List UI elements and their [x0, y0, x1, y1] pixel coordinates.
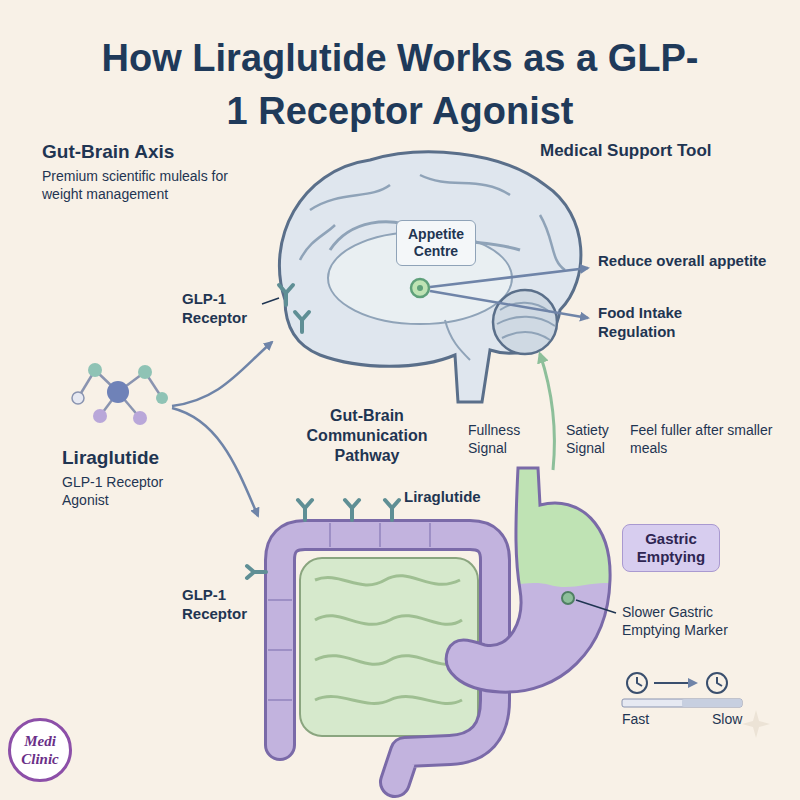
molecule-icon — [72, 363, 168, 425]
pathway-label: Gut-Brain Communication Pathway — [292, 406, 442, 466]
arrow — [172, 342, 272, 406]
clock-icon — [627, 673, 727, 693]
arrow — [654, 682, 696, 684]
effect-note: Feel fuller after smaller meals — [630, 422, 775, 457]
effect-label: Reduce overall appetite — [598, 252, 768, 271]
section-heading: Medical Support Tool — [540, 140, 760, 161]
appetite-centre-box: Appetite Centre — [396, 220, 476, 266]
speed-bar — [622, 699, 742, 707]
arrow — [172, 408, 258, 516]
receptor-label: GLP-1 Receptor — [182, 586, 268, 624]
subtitle: Premium scientific muleals for weight ma… — [42, 168, 242, 203]
signal-label: Satiety Signal — [566, 422, 626, 457]
title: How Liraglutide Works as a GLP-1 Recepto… — [100, 32, 700, 138]
drug-class: GLP-1 Receptor Agonist — [62, 474, 202, 509]
receptor-symbol — [247, 500, 399, 578]
drug-label: Liraglutide — [404, 488, 494, 507]
arrow — [430, 268, 588, 287]
effect-label: Food Intake Regulation — [598, 304, 748, 342]
node-text: Appetite Centre — [401, 226, 471, 260]
sparkle — [742, 710, 770, 738]
scale-label: Slow — [712, 711, 752, 729]
leader-line — [576, 600, 616, 613]
signal-label: Fullness Signal — [468, 422, 540, 457]
node-text: Medi Clinic — [13, 732, 67, 768]
section-heading: Gut-Brain Axis — [42, 140, 262, 164]
marker-label: Slower Gastric Emptying Marker — [622, 604, 772, 639]
scale-label: Fast — [622, 711, 662, 729]
arrow — [540, 354, 554, 470]
drug-name: Liraglutide — [62, 446, 202, 470]
leader-line — [262, 298, 279, 304]
gastric-box: Gastric Emptying — [622, 524, 720, 572]
node-text: Gastric Emptying — [627, 530, 715, 566]
clinic-logo: Medi Clinic — [8, 718, 72, 782]
brain — [279, 152, 580, 402]
arrow — [430, 291, 588, 318]
receptor-symbol — [279, 285, 309, 332]
receptor-label: GLP-1 Receptor — [182, 290, 268, 328]
